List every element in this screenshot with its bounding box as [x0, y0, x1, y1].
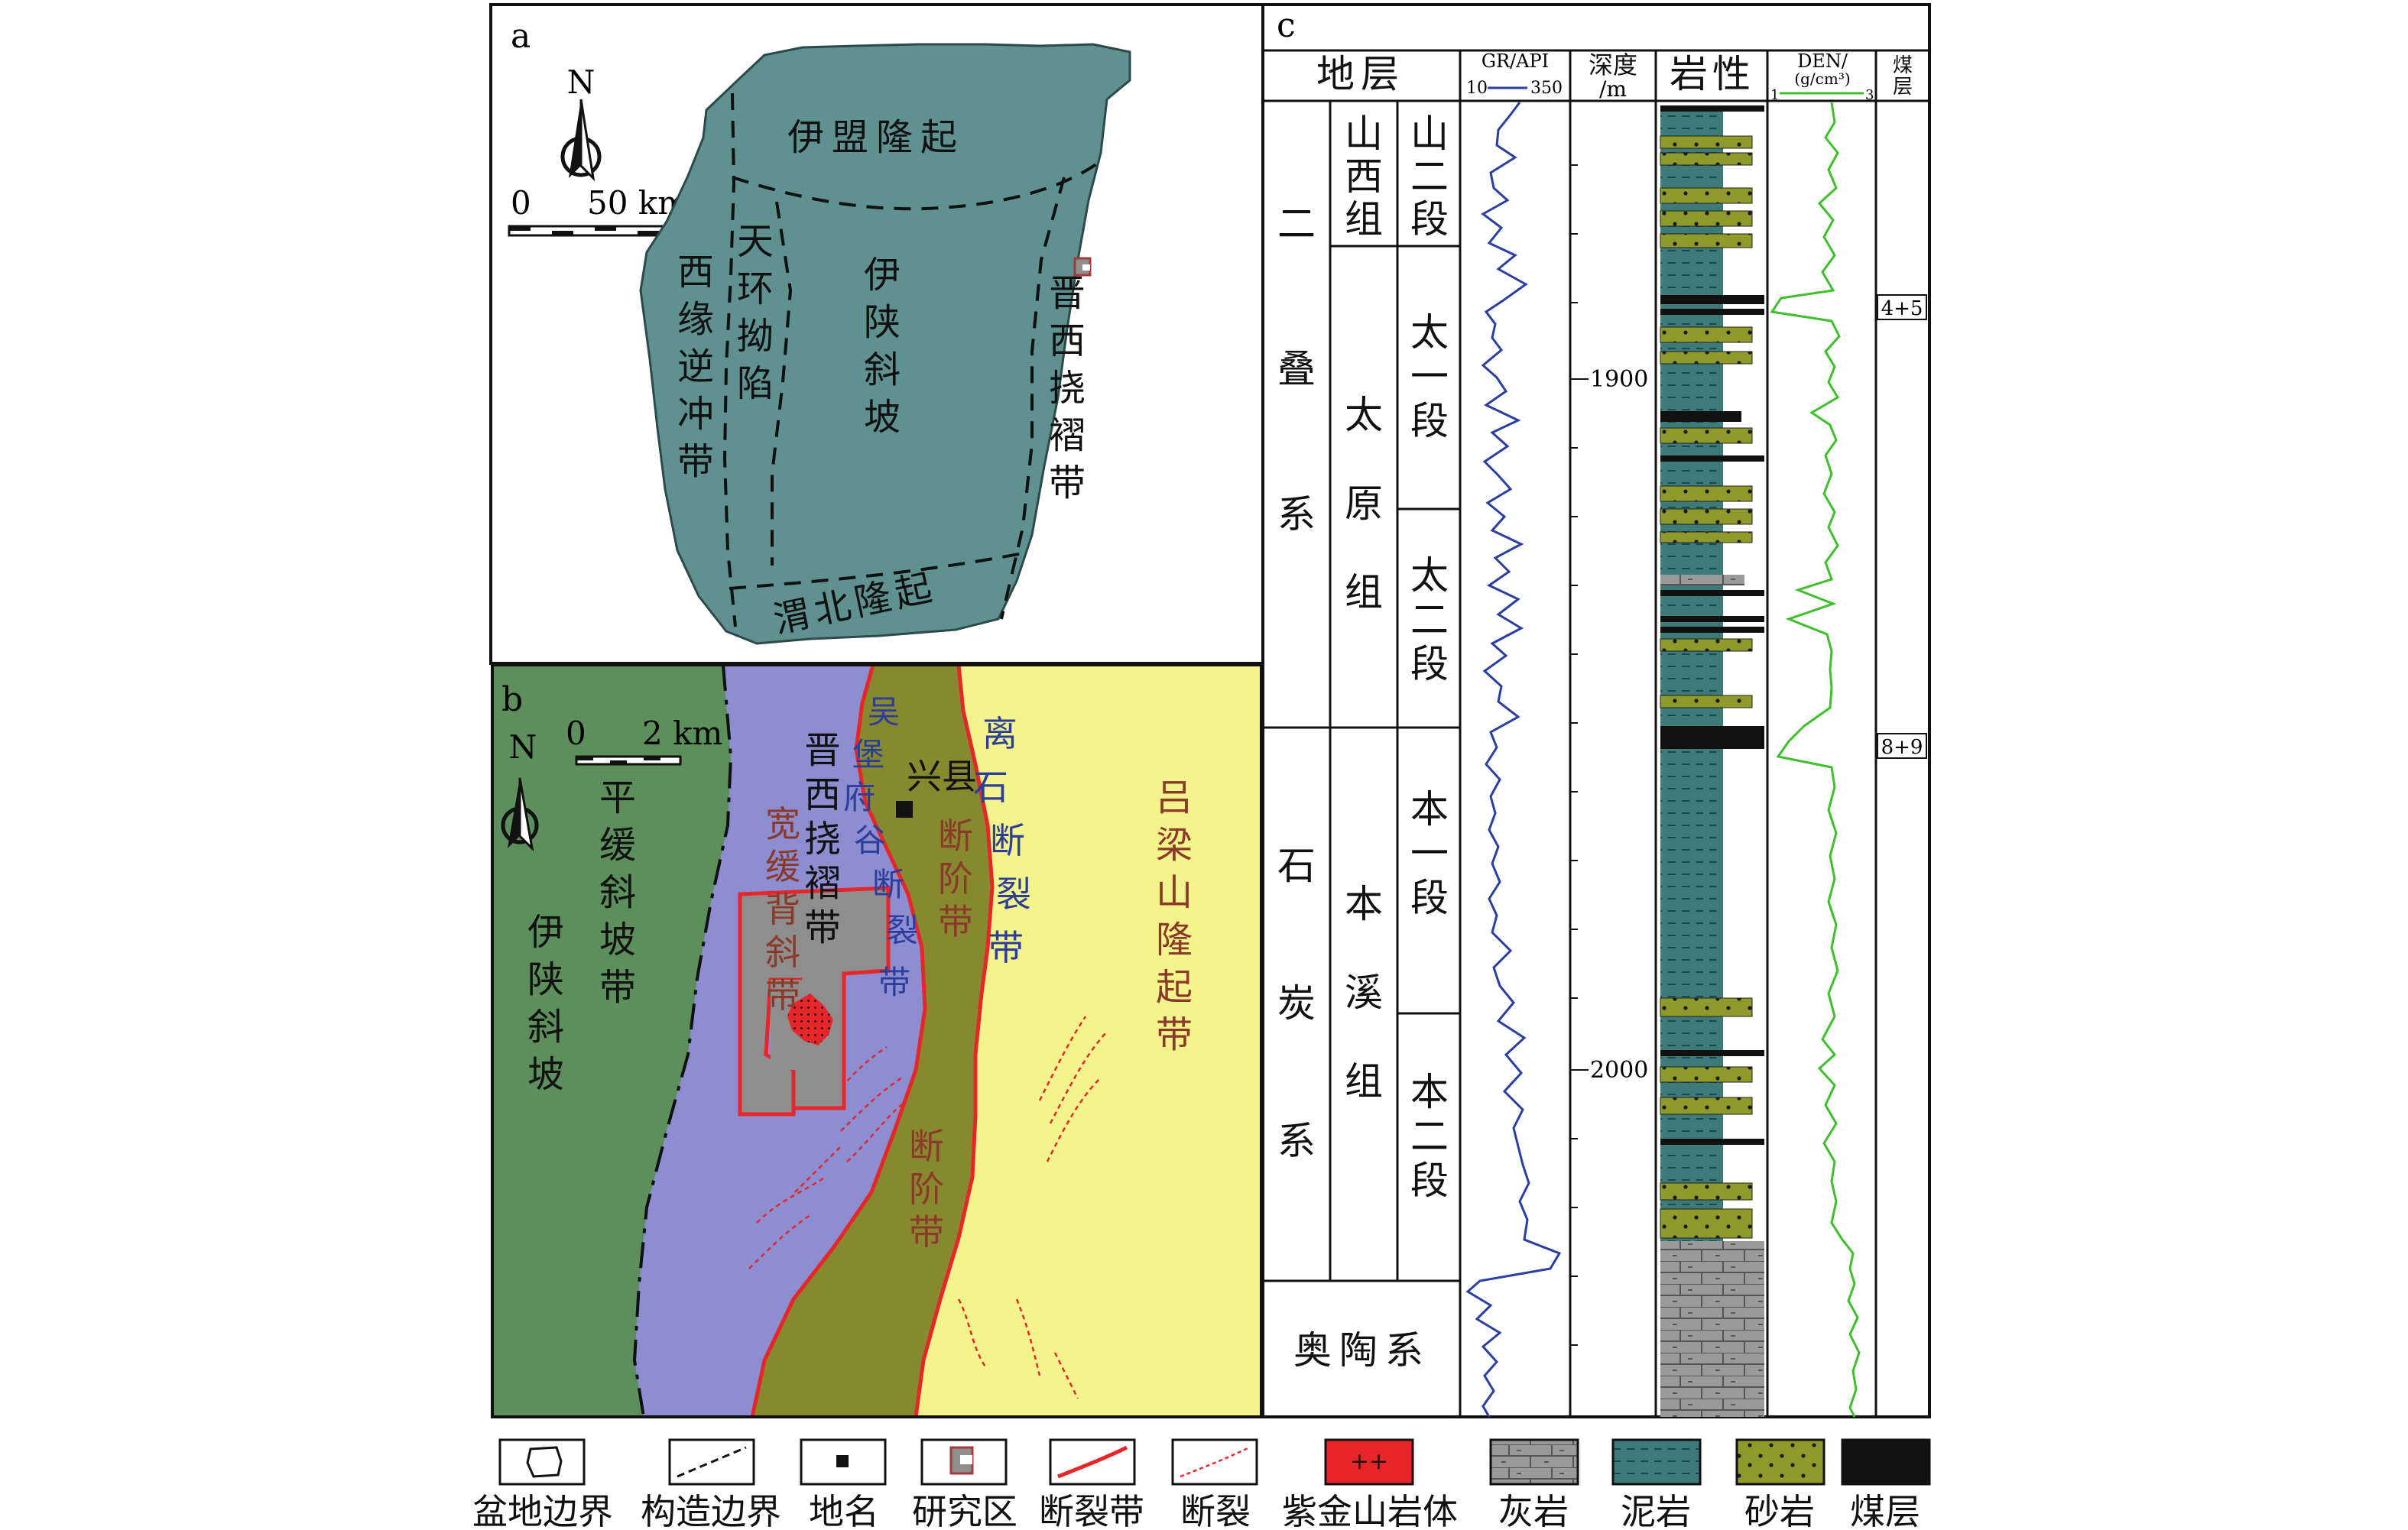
member-tai2: 太二段 [1410, 553, 1449, 686]
member-tai1: 太一段 [1410, 310, 1449, 443]
legend-label-zijinshan: 紫金山岩体 [1282, 1491, 1458, 1530]
legend: ++ 盆地边界 构造边界 地名 研究区 断裂带 断裂 紫金山岩体 灰岩 泥岩 砂… [472, 1438, 1931, 1530]
legend-label-limestone: 灰岩 [1498, 1491, 1569, 1530]
header-den: DEN/ [1797, 50, 1848, 72]
header-den-min: 1 [1770, 87, 1779, 103]
panel-a: a N 0 50 km [489, 3, 1264, 665]
label-duanjie-upper: 断阶带 [938, 815, 973, 942]
column-grid [1263, 50, 1929, 1418]
member-ben2: 本二段 [1410, 1070, 1449, 1203]
header-gr: GR/API [1481, 50, 1549, 72]
formation-taiyuan: 太原组 [1345, 393, 1383, 614]
legend-mudstone-icon [1611, 1438, 1702, 1486]
formation-benxi: 本溪组 [1345, 882, 1383, 1104]
label-lishi: 离石断裂带 [973, 713, 1031, 968]
structural-boundary-b [632, 665, 733, 1417]
system-carboniferous: 石炭系 [1277, 844, 1316, 1163]
header-depth-unit: /m [1599, 76, 1627, 102]
legend-structural-boundary-icon [677, 1446, 747, 1478]
label-xiyuan: 西缘逆冲带 [677, 251, 714, 483]
lithology-column [1660, 105, 1764, 1417]
formation-shanxi: 山西组 [1345, 112, 1383, 241]
label-yimeng: 伊盟隆起 [787, 116, 965, 159]
header-coal: 煤层 [1893, 54, 1913, 99]
depth-1900: 1900 [1590, 366, 1648, 393]
coal-label-8-9: 8+9 [1881, 736, 1923, 759]
system-ordovician: 奥陶系 [1293, 1328, 1431, 1373]
legend-coal-icon [1841, 1438, 1931, 1486]
study-area-marker-a [1073, 257, 1092, 277]
depth-ticks [1570, 164, 1589, 1346]
label-kuanhuan: 宽缓背斜带 [765, 803, 800, 1016]
north-label-b: N [509, 728, 537, 766]
fault-zone-west [750, 665, 927, 1417]
zijinshan-body [787, 994, 833, 1045]
panel-c: c 地层 GR/API 10 350 深度 /m 岩性 DEN/ (g/ [1261, 3, 1931, 1418]
label-tianhuan: 天环拗陷 [737, 220, 774, 405]
system-permian: 二叠系 [1277, 202, 1316, 536]
legend-label-place-name: 地名 [809, 1491, 879, 1530]
legend-label-basin-boundary: 盆地边界 [472, 1491, 613, 1530]
yellow-zone [916, 665, 1261, 1417]
header-den-max: 3 [1865, 87, 1874, 103]
label-jinxi-b: 晋西挠褶带 [804, 729, 841, 949]
header-lith: 岩性 [1670, 52, 1755, 96]
label-yishan-a: 伊陕斜坡 [864, 254, 901, 439]
legend-study-area-icon [949, 1446, 974, 1475]
label-duanjie-lower: 断阶带 [909, 1126, 944, 1253]
north-arrow-b-icon [501, 777, 539, 852]
scale-bar-b [575, 755, 682, 766]
legend-sandstone-icon [1735, 1438, 1825, 1486]
coal-label-box-1 [1877, 294, 1927, 320]
minor-faults [748, 1016, 1108, 1399]
legend-fault-zone-icon [1057, 1445, 1128, 1479]
header-gr-min: 10 [1466, 79, 1488, 98]
legend-label-sandstone: 砂岩 [1744, 1491, 1815, 1530]
north-label-a: N [567, 63, 596, 101]
label-lvliang: 吕梁山隆起带 [1156, 776, 1193, 1056]
label-xingxian: 兴县 [907, 756, 977, 797]
label-wubao: 吴堡府谷断裂带 [843, 693, 918, 1001]
legend-label-fault-zone: 断裂带 [1039, 1491, 1144, 1530]
panel-b: b N 0 2 km 伊陕斜坡 平缓斜坡带 晋西挠褶带 宽缓背斜带 吴堡府谷断裂… [491, 663, 1263, 1418]
legend-label-coal: 煤层 [1850, 1491, 1920, 1530]
scale-end-b: 2 km [642, 715, 722, 752]
legend-basin-boundary-icon [526, 1446, 563, 1478]
scale-zero-b: 0 [566, 715, 586, 752]
legend-label-study-area: 研究区 [912, 1491, 1017, 1530]
legend-zijinshan-icon [1324, 1438, 1414, 1486]
legend-label-structural-boundary: 构造边界 [641, 1491, 781, 1530]
fault-zone-east [914, 665, 995, 1417]
label-yishan-b: 伊陕斜坡 [527, 911, 564, 1096]
gr-curve [1465, 102, 1562, 1418]
panel-a-label: a [511, 17, 531, 56]
header-gr-max: 350 [1530, 79, 1563, 98]
member-shan2: 山二段 [1410, 112, 1449, 241]
ordos-basin-shape [639, 43, 1131, 645]
coal-label-4-5: 4+5 [1881, 297, 1923, 320]
legend-fault-icon [1180, 1446, 1250, 1478]
panel-c-label: c [1277, 6, 1296, 45]
depth-2000: 2000 [1590, 1057, 1648, 1084]
north-arrow-icon [560, 99, 602, 182]
legend-place-name-icon [836, 1455, 849, 1467]
scale-zero-a: 0 [511, 184, 531, 222]
member-ben1: 本一段 [1410, 787, 1449, 920]
header-strata: 地层 [1316, 52, 1405, 96]
header-den-unit: (g/cm³) [1794, 70, 1850, 88]
legend-label-mudstone: 泥岩 [1621, 1491, 1691, 1530]
label-pinghuan: 平缓斜坡带 [599, 776, 636, 1009]
den-curve [1770, 102, 1861, 1418]
structural-boundaries-a [722, 92, 1101, 627]
legend-limestone-icon [1489, 1438, 1579, 1486]
scale-bar-a [508, 225, 682, 237]
header-depth: 深度 [1589, 50, 1637, 79]
legend-label-fault: 断裂 [1180, 1491, 1251, 1530]
coal-label-box-2 [1877, 733, 1927, 759]
svg-text:++: ++ [1350, 1448, 1388, 1475]
label-jinxi-a: 晋西挠褶带 [1049, 272, 1086, 504]
panel-b-label: b [501, 680, 523, 719]
xingxian-marker [896, 801, 913, 818]
